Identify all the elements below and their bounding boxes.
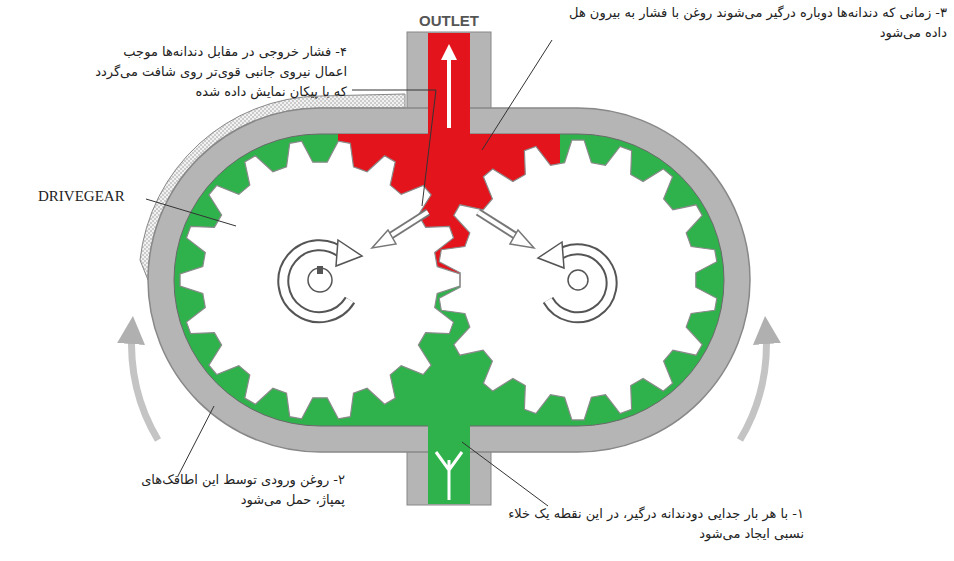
gear <box>180 141 460 419</box>
leader-line <box>462 442 548 506</box>
outlet-channel <box>428 33 470 137</box>
inlet-channel <box>428 422 470 504</box>
leader-line <box>178 406 214 476</box>
shaft-key <box>317 266 323 274</box>
rotation-arrow-head <box>336 240 362 266</box>
force-arrow-head <box>510 230 534 248</box>
inlet-arrow <box>436 452 462 500</box>
outlet-arrow <box>447 52 451 128</box>
callout-text: ۴- فشار خروجی در مقابل دندانه‌ها موجب اع… <box>95 42 347 102</box>
rotation-arrow-head <box>538 242 564 268</box>
flow-arrow <box>132 330 158 440</box>
leader-line <box>352 90 436 206</box>
callout-text: ۳- زمانی که دندانه‌ها دوباره درگیر می‌شو… <box>555 3 947 43</box>
pump-housing <box>148 108 750 452</box>
gear <box>439 140 717 420</box>
part-label: DRIVEGEAR <box>38 188 146 205</box>
leader-line <box>146 199 236 226</box>
idler-shaft <box>568 270 588 290</box>
callout-text: ۲- روغن ورودی توسط این اطاقک‌های پمپاژ، … <box>140 470 345 510</box>
flow-arrow <box>740 330 766 440</box>
gears <box>180 140 717 420</box>
leader-line <box>482 40 552 150</box>
force-arrow-head <box>372 230 396 248</box>
outlet-arrow-head <box>441 44 457 60</box>
callout-text: ۱- با هر بار جدایی دودندانه درگیر، در ای… <box>508 504 804 544</box>
port-label: OUTLET <box>389 12 509 29</box>
